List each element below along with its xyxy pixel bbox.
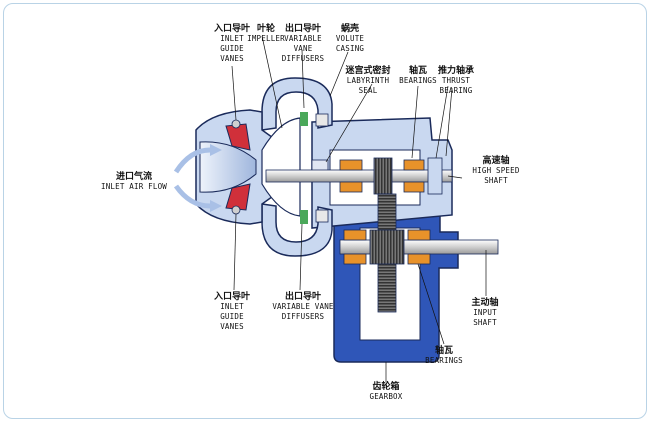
- label-inlet-guide-vanes-bottom: 入口导叶 INLET GUIDE VANES: [213, 292, 250, 331]
- diffuser-vane-top: [300, 112, 308, 126]
- label-bearings-top: 轴瓦 BEARINGS: [399, 66, 437, 85]
- diffuser-top: [315, 113, 329, 127]
- bearing-in-4: [407, 253, 431, 265]
- label-variable-vane-diffusers-top: 出口导叶 VARIABLE VANE DIFFUSERS: [281, 24, 325, 63]
- volute-casing-top: [261, 77, 333, 131]
- thrust-bearing-block: [427, 157, 443, 195]
- label-gearbox: 齿轮箱 GEARBOX: [369, 382, 403, 401]
- label-high-speed-shaft: 高速轴 HIGH SPEED SHAFT: [472, 156, 520, 185]
- pinion-gear: [373, 157, 393, 195]
- label-volute-casing: 蜗壳 VOLUTE CASING: [335, 24, 365, 53]
- igv-actuator-bottom: [231, 205, 241, 215]
- high-speed-shaft: [265, 169, 453, 183]
- diffuser-vane-bottom: [300, 210, 308, 224]
- bearing-in-2: [343, 253, 367, 265]
- label-inlet-air-flow: 进口气流 INLET AIR FLOW: [100, 172, 167, 191]
- bearing-in-3: [407, 229, 431, 241]
- leader-lines: [231, 35, 487, 382]
- bearing-hs-3: [403, 159, 425, 171]
- inlet-air-flow-arrow-bottom: [173, 184, 211, 209]
- bearing-in-1: [343, 229, 367, 241]
- impeller: [261, 117, 301, 217]
- label-bearings-bottom: 轴瓦 BEARINGS: [425, 346, 463, 365]
- label-variable-vane-diffusers-bottom: 出口导叶 VARIABLE VANE DIFFUSERS: [272, 292, 334, 321]
- label-inlet-guide-vanes-top: 入口导叶 INLET GUIDE VANES: [213, 24, 250, 63]
- label-impeller: 叶轮 IMPELLER: [247, 24, 285, 43]
- bearing-hs-1: [339, 159, 363, 171]
- bearing-hs-4: [403, 181, 425, 193]
- label-input-shaft: 主动轴 INPUT SHAFT: [471, 298, 499, 327]
- volute-casing-bottom: [261, 203, 333, 257]
- inlet-air-flow-arrow-top: [173, 147, 211, 174]
- label-thrust-bearing: 推力轴承 THRUST BEARING: [437, 66, 474, 95]
- inlet-bell: [199, 141, 257, 193]
- igv-actuator-top: [231, 119, 241, 129]
- bearing-hs-2: [339, 181, 363, 193]
- input-gear: [369, 229, 405, 265]
- diffuser-bottom: [315, 209, 329, 223]
- label-labyrinth-seal: 迷宫式密封 LABYRINTH SEAL: [345, 66, 391, 95]
- input-shaft: [339, 239, 499, 255]
